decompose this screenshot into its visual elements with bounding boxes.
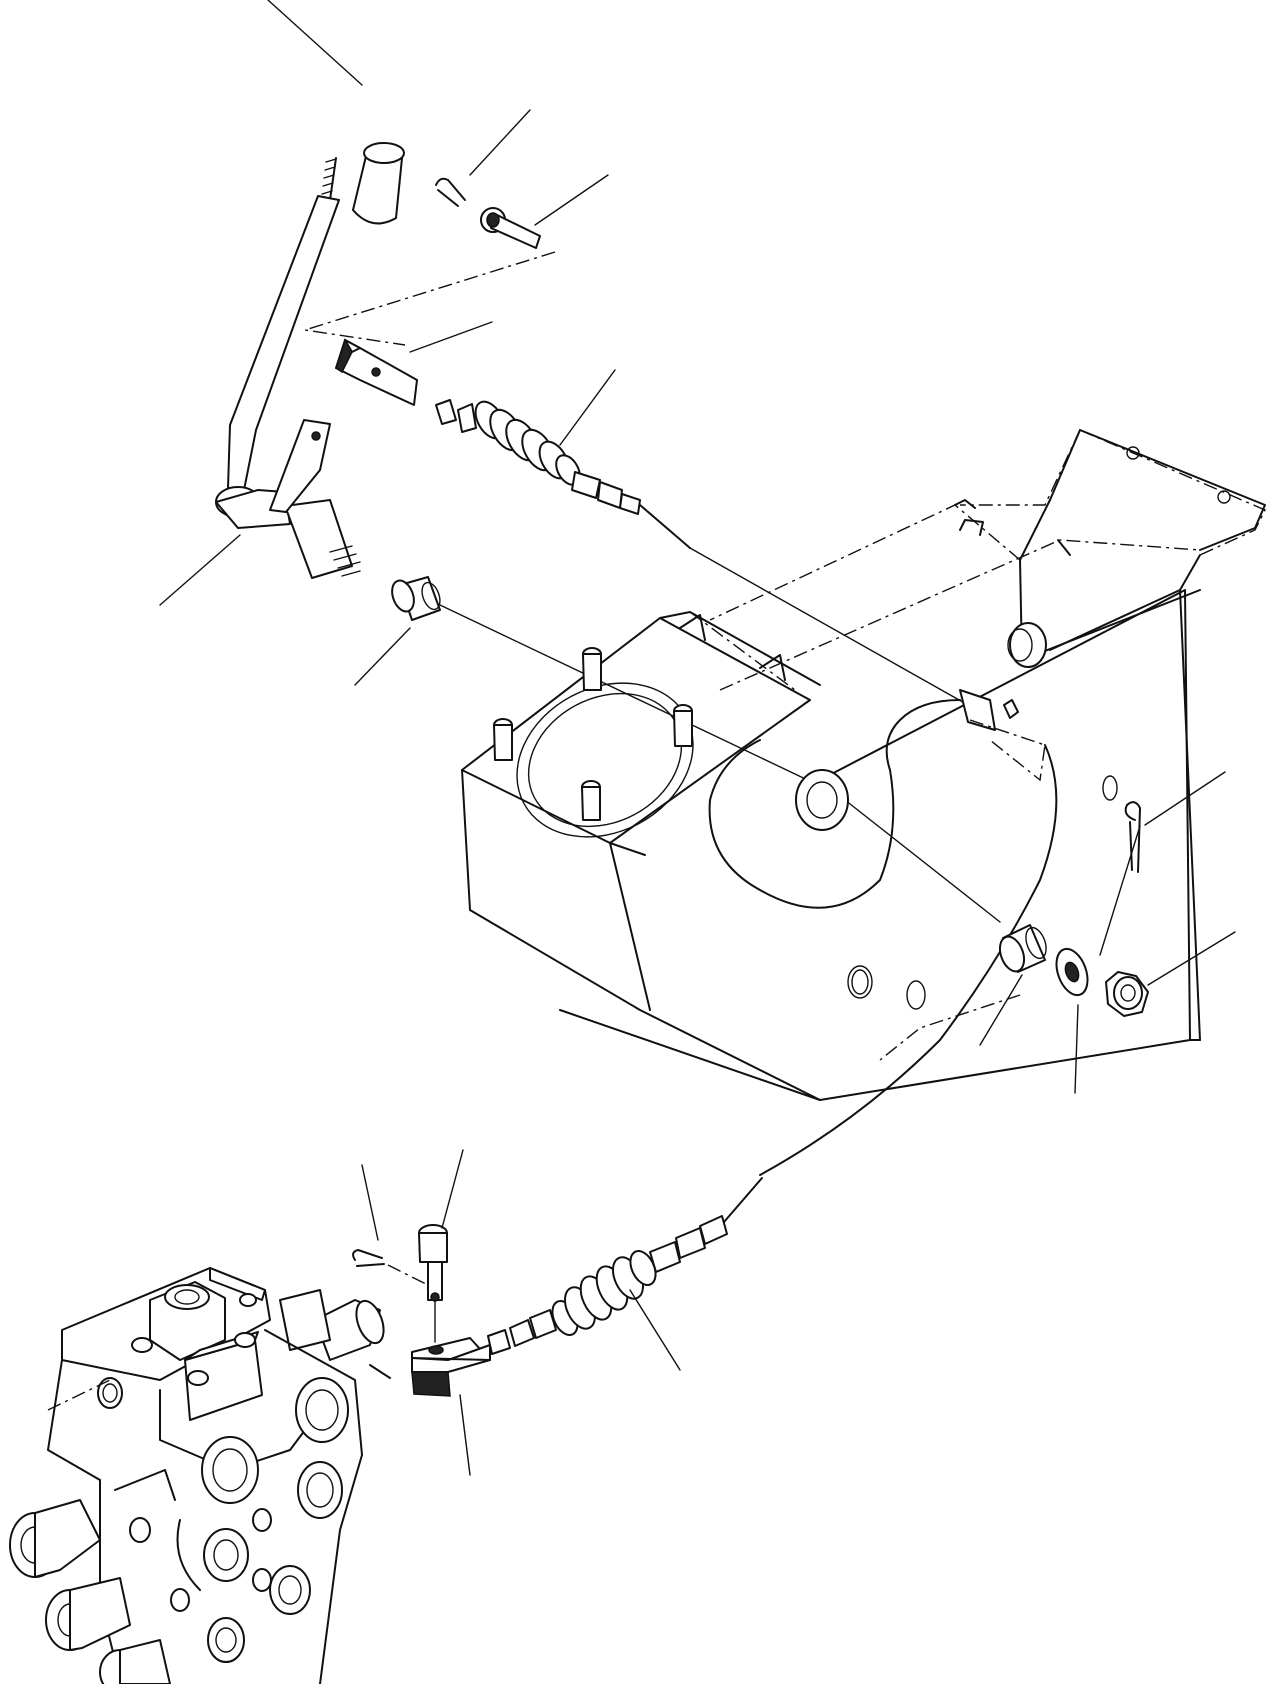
- leader-yoke-upper: [409, 321, 493, 353]
- bushing-left: [391, 576, 441, 621]
- leader-clevis-pin-upper: [534, 174, 609, 226]
- washer: [1055, 947, 1089, 997]
- split-pin-lower: [352, 1249, 385, 1267]
- lever: [215, 157, 361, 579]
- yoke-upper: [335, 338, 418, 406]
- leader-knob: [267, 0, 363, 86]
- leader-split-pin-lower: [361, 1164, 379, 1241]
- leader-lever: [159, 534, 241, 606]
- leader-nut: [1147, 931, 1236, 986]
- leader-bushing-right: [979, 974, 1023, 1046]
- knob: [352, 142, 405, 225]
- control-valve: [9, 1267, 391, 1689]
- clevis-pin-lower: [418, 1224, 448, 1302]
- bracket-housing: [461, 429, 1266, 1101]
- leader-washer: [1074, 1004, 1079, 1094]
- bushing-right: [998, 924, 1047, 973]
- leader-split-pin-upper: [469, 109, 531, 176]
- nut: [1105, 971, 1149, 1017]
- yoke-lower: [411, 1337, 491, 1397]
- assembly-line-lower-right: [879, 994, 1021, 1061]
- leader-clevis-pin-lower: [441, 1149, 464, 1229]
- pin-assembly-line: [1099, 825, 1141, 956]
- split-pin-upper: [435, 177, 466, 207]
- control-cable-lower: [487, 1177, 763, 1355]
- leader-bushing-left: [354, 627, 411, 686]
- leader-yoke-lower: [459, 1394, 471, 1476]
- clevis-pin-upper: [480, 207, 541, 249]
- leader-control-cable-lower: [629, 1289, 681, 1371]
- axis-line-2: [844, 799, 1001, 923]
- split-pin-right: [1124, 801, 1141, 873]
- control-cable: [435, 399, 1058, 1176]
- leader-split-pin-right: [1144, 771, 1226, 826]
- assembly-line-upper-pin: [304, 251, 556, 346]
- leader-control-cable: [559, 369, 616, 446]
